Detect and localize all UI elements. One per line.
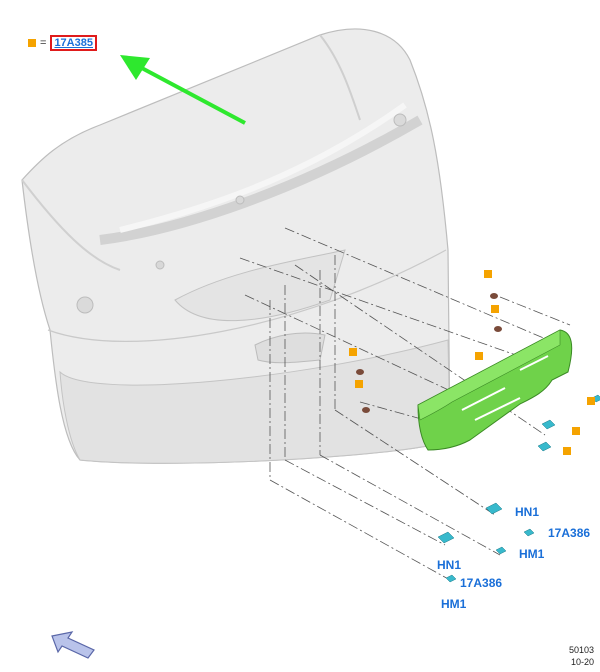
back-arrow-icon[interactable] bbox=[50, 630, 98, 665]
legend: = 17A385 bbox=[28, 35, 97, 51]
callout-hm1-lower[interactable]: HM1 bbox=[441, 597, 467, 611]
callout-17a386-lower[interactable]: 17A386 bbox=[460, 576, 503, 590]
license-bracket bbox=[417, 329, 573, 451]
liftgate-panel bbox=[21, 28, 451, 464]
part-markers bbox=[349, 270, 595, 455]
figure-id: 50103 10-20 bbox=[569, 644, 594, 668]
nut-fasteners bbox=[356, 293, 502, 413]
figure-id-line1: 50103 bbox=[568, 645, 594, 655]
callout-17a386-upper[interactable]: 17A386 bbox=[548, 526, 591, 540]
figure-id-line2: 10-20 bbox=[570, 657, 594, 667]
orange-square-icon bbox=[28, 39, 36, 47]
callout-hn1-upper[interactable]: HN1 bbox=[515, 505, 540, 519]
callout-hn1-lower[interactable]: HN1 bbox=[437, 558, 462, 572]
leader-lines bbox=[239, 227, 571, 581]
legend-part-link[interactable]: 17A385 bbox=[50, 35, 97, 51]
callout-hm1-upper[interactable]: HM1 bbox=[519, 547, 545, 561]
legend-equals: = bbox=[40, 37, 47, 49]
green-arrow-icon bbox=[120, 55, 246, 125]
clip-fasteners bbox=[437, 394, 600, 583]
